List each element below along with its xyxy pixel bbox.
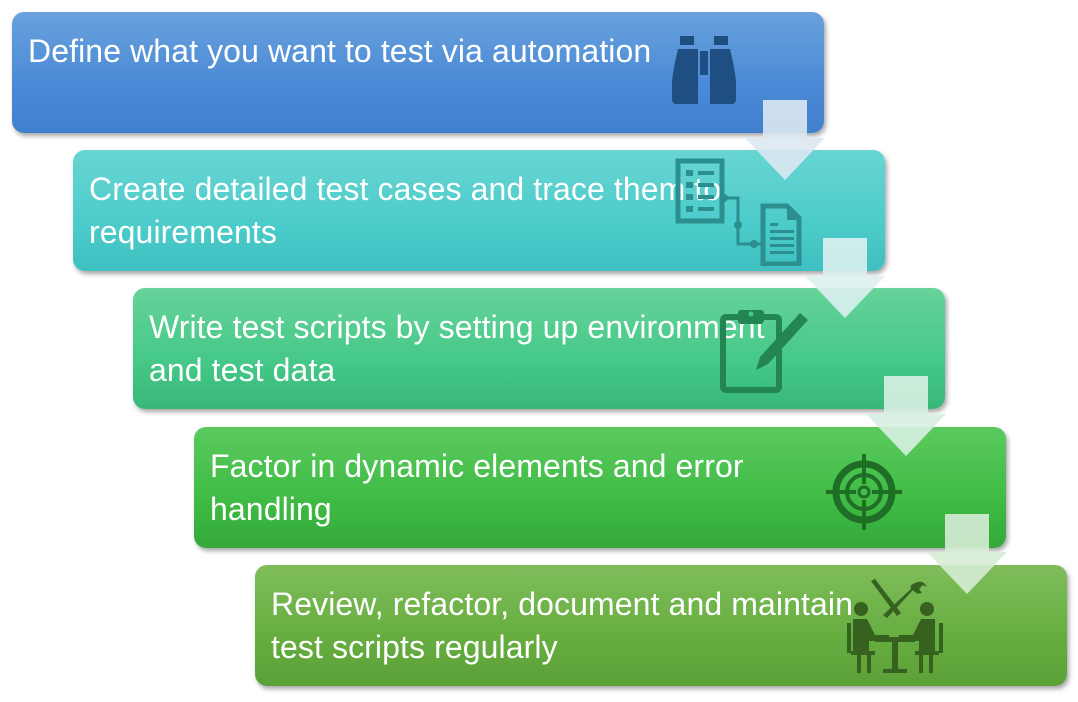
- step-3-box: Write test scripts by setting up environ…: [133, 288, 945, 409]
- target-crosshair-icon: [826, 454, 902, 530]
- step-1-box: Define what you want to test via automat…: [12, 12, 824, 133]
- step-4-box: Factor in dynamic elements and error han…: [194, 427, 1006, 548]
- down-arrow-2: [805, 238, 885, 318]
- down-arrow-4: [927, 514, 1007, 594]
- traceability-documents-icon: [675, 158, 802, 266]
- down-arrow-3: [866, 376, 946, 456]
- step-2-text: Create detailed test cases and trace the…: [89, 171, 722, 250]
- step-1-text: Define what you want to test via automat…: [28, 33, 652, 69]
- down-arrow-1: [745, 100, 825, 180]
- clipboard-pencil-icon: [720, 310, 808, 393]
- step-5-text: Review, refactor, document and maintain …: [271, 586, 853, 665]
- team-meeting-tools-icon: [847, 579, 943, 673]
- step-4-text: Factor in dynamic elements and error han…: [210, 448, 744, 527]
- step-3-text: Write test scripts by setting up environ…: [149, 309, 765, 388]
- binoculars-icon: [672, 36, 736, 104]
- step-5-box: Review, refactor, document and maintain …: [255, 565, 1067, 686]
- step-2-box: Create detailed test cases and trace the…: [73, 150, 885, 271]
